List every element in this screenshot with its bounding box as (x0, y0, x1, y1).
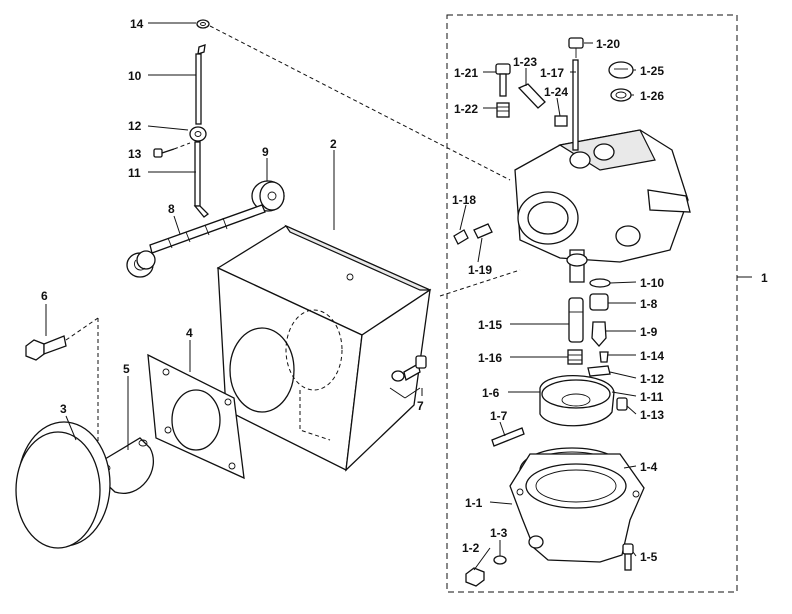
label-11: 11 (128, 166, 141, 180)
label-8: 8 (168, 202, 175, 216)
part-14-clip (196, 19, 210, 29)
part-1-25-plug (608, 61, 634, 79)
part-2-housing (216, 224, 432, 472)
label-2: 2 (330, 137, 337, 151)
part-8-choke-shaft (126, 204, 266, 278)
label-1-7: 1-7 (490, 409, 508, 423)
part-1-6-float (539, 375, 615, 427)
part-13-screw (153, 142, 191, 158)
label-1-20: 1-20 (596, 37, 620, 51)
label-1-8: 1-8 (640, 297, 658, 311)
label-1-23: 1-23 (513, 55, 537, 69)
part-1-17-needle (572, 59, 579, 151)
part-1-8-jet (589, 293, 609, 311)
label-12: 12 (128, 119, 142, 133)
label-1-24: 1-24 (544, 85, 568, 99)
label-1-12: 1-12 (640, 372, 664, 386)
part-1-14-pin (599, 351, 609, 363)
label-1-4: 1-4 (640, 460, 658, 474)
label-1-18: 1-18 (452, 193, 476, 207)
part-1-22-spring (496, 102, 510, 118)
label-1-21: 1-21 (454, 66, 478, 80)
part-6-bolt (25, 317, 99, 361)
carburetor-body (514, 129, 691, 283)
part-3-cover (15, 421, 111, 549)
label-1-2: 1-2 (462, 541, 480, 555)
part-1-20-cap (568, 37, 584, 58)
part-10-rod (195, 44, 206, 125)
part-12-rod-joint (189, 126, 207, 142)
part-1-5-screw (622, 543, 634, 571)
part-1-19-screw (473, 223, 493, 239)
label-1: 1 (761, 271, 768, 285)
label-1-16: 1-16 (478, 351, 502, 365)
label-1-11: 1-11 (640, 390, 664, 404)
part-1-24-spring (554, 115, 568, 127)
part-1-7-pin (491, 427, 525, 447)
part-1-1-float-bowl (509, 453, 645, 563)
label-1-9: 1-9 (640, 325, 658, 339)
label-1-6: 1-6 (482, 386, 500, 400)
part-7-screw (389, 355, 427, 399)
label-1-10: 1-10 (640, 276, 664, 290)
label-1-19: 1-19 (468, 263, 492, 277)
label-1-25: 1-25 (640, 64, 664, 78)
label-3: 3 (60, 402, 67, 416)
part-1-26-washer (610, 88, 632, 102)
label-1-1: 1-1 (465, 496, 483, 510)
label-1-15: 1-15 (478, 318, 502, 332)
part-11-rod (193, 141, 209, 218)
part-1-3-washer (493, 555, 507, 565)
label-1-3: 1-3 (490, 526, 508, 540)
part-1-12-lever (587, 365, 611, 377)
label-13: 13 (128, 147, 142, 161)
part-1-23-screw (517, 83, 546, 109)
label-4: 4 (186, 326, 193, 340)
part-4-gasket (147, 353, 245, 480)
part-1-10-oring (589, 278, 611, 288)
label-1-22: 1-22 (454, 102, 478, 116)
label-1-5: 1-5 (640, 550, 658, 564)
part-1-13-screw (616, 397, 628, 411)
label-9: 9 (262, 145, 269, 159)
label-14: 14 (130, 17, 144, 31)
part-1-15-tube (568, 297, 584, 343)
label-1-13: 1-13 (640, 408, 664, 422)
part-9-grommet (251, 180, 285, 212)
label-7: 7 (417, 399, 424, 413)
label-1-17: 1-17 (540, 66, 564, 80)
label-6: 6 (41, 289, 48, 303)
label-10: 10 (128, 69, 142, 83)
label-5: 5 (123, 362, 130, 376)
carburetor-assembly-boundary (446, 14, 738, 593)
part-1-9-needle (591, 321, 607, 347)
leader-lines (45, 22, 637, 571)
part-1-2-drain-screw (465, 567, 485, 587)
part-1-18-screw (453, 229, 469, 245)
label-1-14: 1-14 (640, 349, 664, 363)
part-1-16-spring (567, 349, 583, 365)
part-1-21-screw (495, 63, 511, 97)
label-1-26: 1-26 (640, 89, 664, 103)
